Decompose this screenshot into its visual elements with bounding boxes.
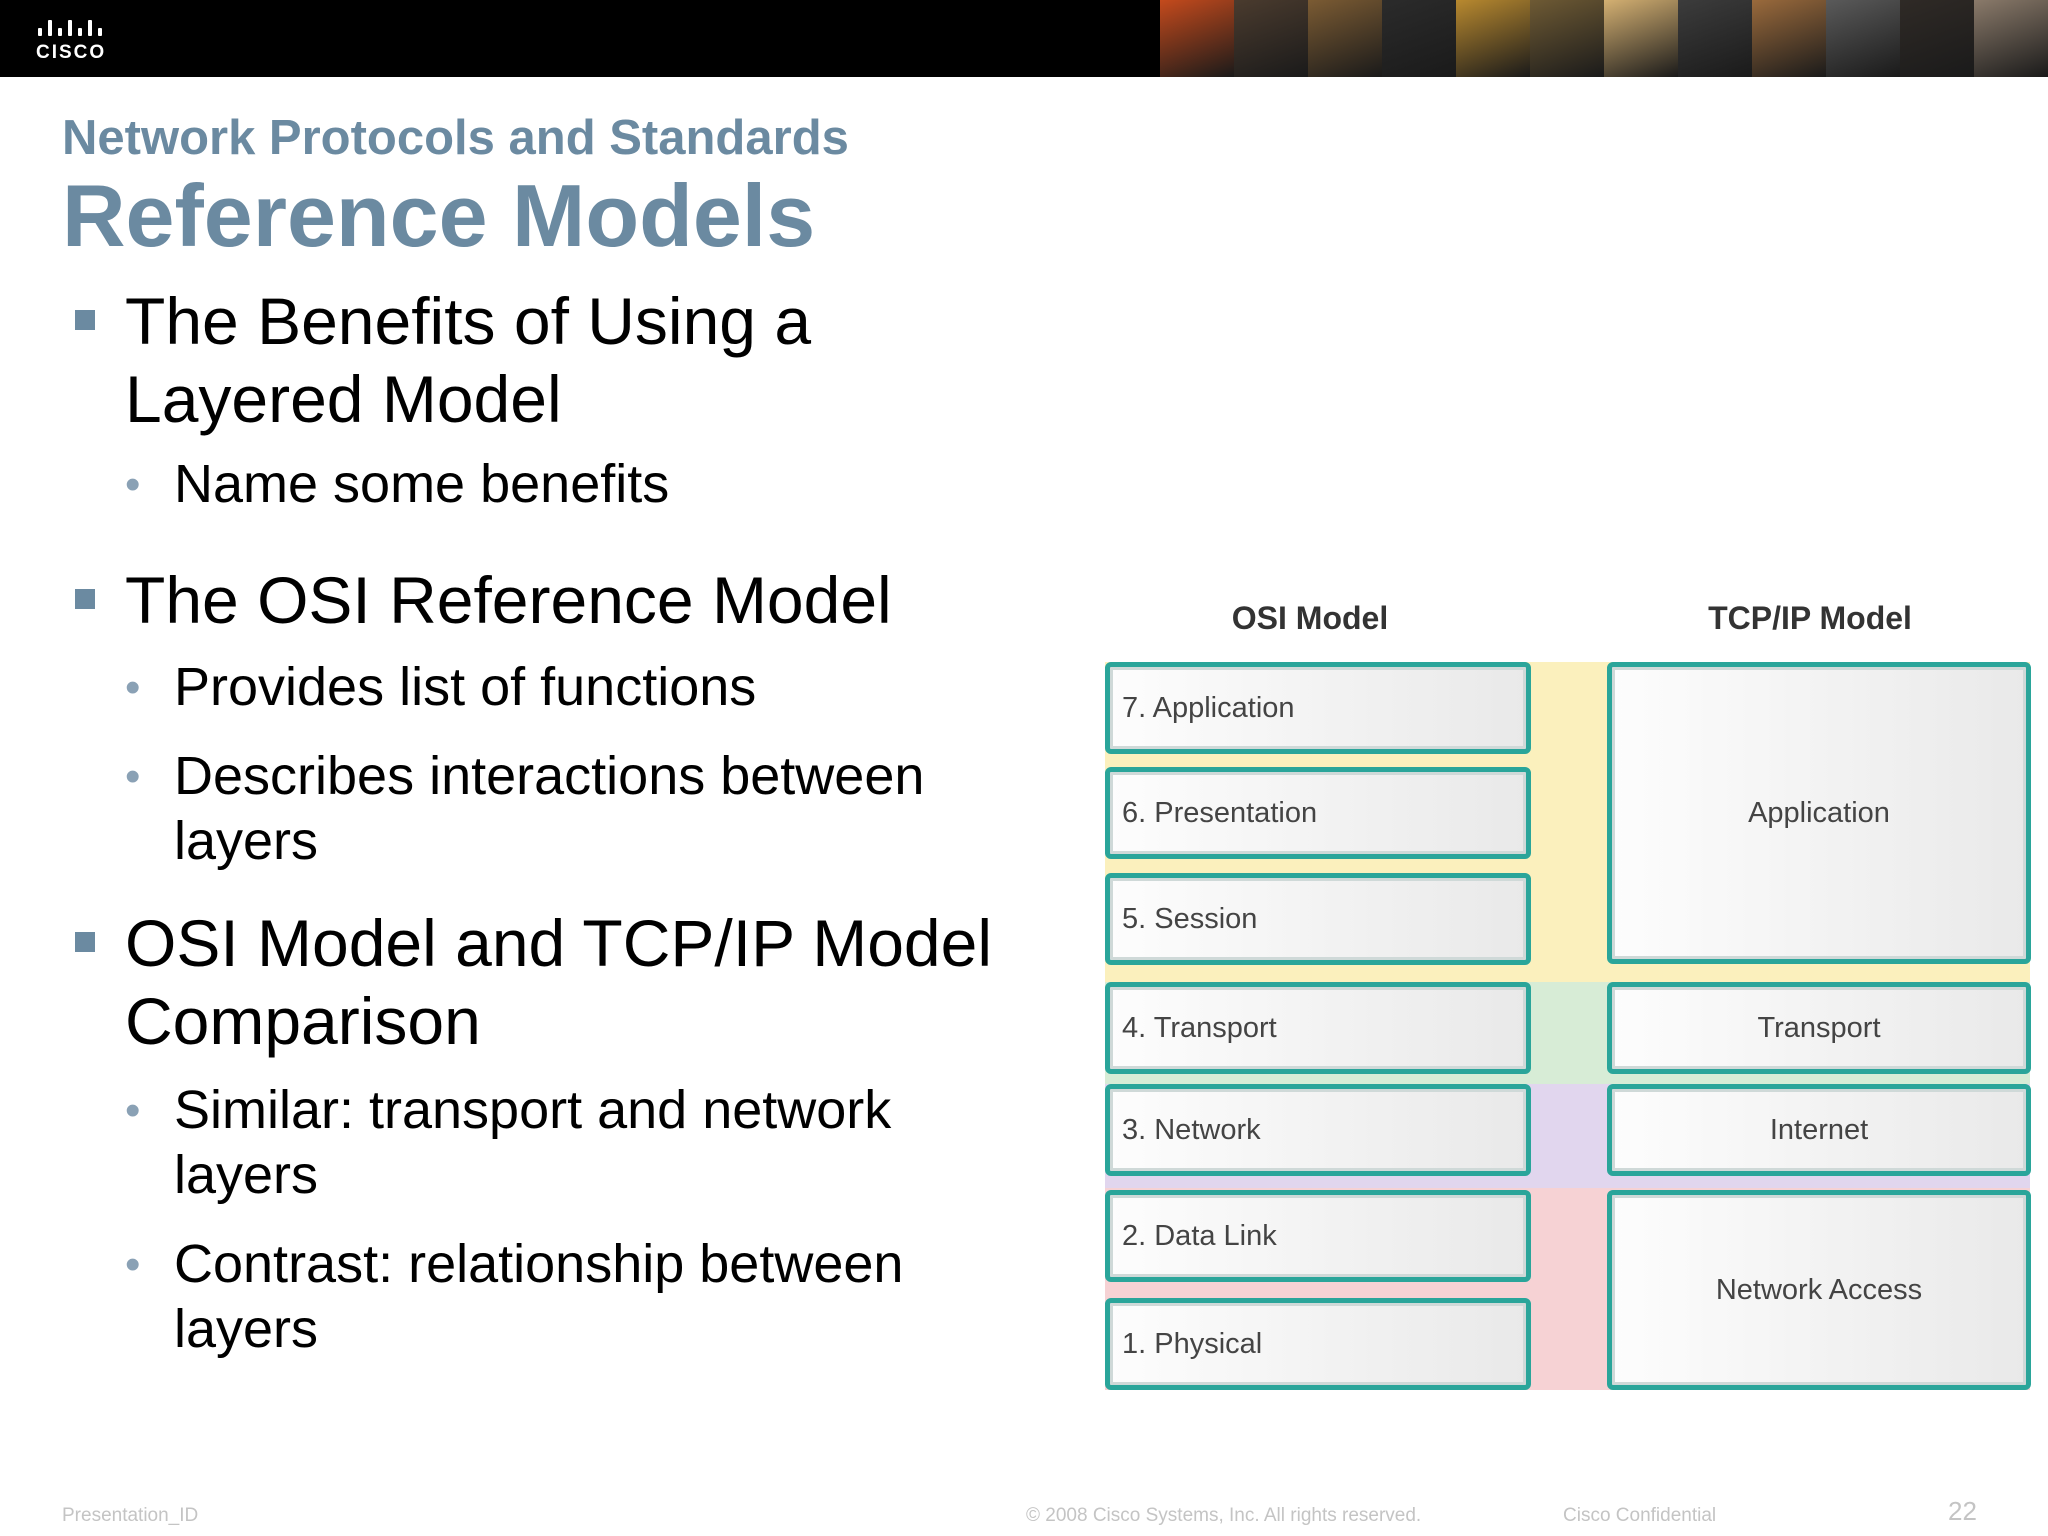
sub-bullet-text: Provides list of functions — [174, 657, 757, 717]
tcpip-layer-label: Internet — [1769, 1113, 1869, 1146]
tcpip-layer-label: Transport — [1757, 1011, 1881, 1044]
header-bar: CISCO — [0, 0, 2048, 77]
header-photo — [1974, 0, 2048, 77]
tcpip-layer-transport: Transport — [1607, 982, 2031, 1074]
sub-bullet-text: Describes interactions between — [174, 746, 925, 806]
header-photo — [1530, 0, 1604, 77]
slide-title: Reference Models — [62, 166, 816, 265]
sub-bullet-item: • Name some benefits — [75, 452, 1075, 517]
header-photo-strip — [1160, 0, 2048, 77]
sub-bullet-item: • Describes interactions between layers — [75, 744, 1075, 874]
sub-bullet-item: • Provides list of functions — [75, 655, 1075, 720]
header-photo — [1234, 0, 1308, 77]
sub-bullet-text: Similar: transport and network — [174, 1080, 892, 1140]
header-photo — [1678, 0, 1752, 77]
sub-bullet-item: • Similar: transport and network layers — [75, 1078, 1075, 1208]
bullet-item: The Benefits of Using a Layered Model — [75, 282, 1075, 438]
osi-layer-network: 3. Network — [1105, 1084, 1531, 1176]
sub-bullet-item: • Contrast: relationship between layers — [75, 1232, 1075, 1362]
square-bullet-icon — [75, 932, 95, 952]
bullet-text: OSI Model and TCP/IP Model — [125, 906, 992, 980]
osi-layer-label: 5. Session — [1122, 902, 1258, 935]
tcpip-layer-label: Network Access — [1715, 1273, 1923, 1306]
osi-layer-session: 5. Session — [1105, 873, 1531, 965]
tcpip-layer-network-access: Network Access — [1607, 1190, 2031, 1390]
page-number: 22 — [1948, 1496, 1977, 1526]
osi-layer-label: 2. Data Link — [1122, 1219, 1277, 1252]
footer-copyright: © 2008 Cisco Systems, Inc. All rights re… — [1026, 1505, 1422, 1526]
header-photo — [1382, 0, 1456, 77]
osi-layer-transport: 4. Transport — [1105, 982, 1531, 1074]
osi-layer-presentation: 6. Presentation — [1105, 767, 1531, 859]
tcpip-model-header: TCP/IP Model — [1708, 600, 1912, 636]
bullet-item: OSI Model and TCP/IP Model Comparison — [75, 904, 1075, 1060]
tcpip-layer-internet: Internet — [1607, 1084, 2031, 1176]
sub-bullet-text: Name some benefits — [174, 454, 670, 514]
sub-bullet-text: Contrast: relationship between — [174, 1234, 904, 1294]
logo-wordmark: CISCO — [36, 42, 107, 63]
dot-bullet-icon: • — [125, 1240, 141, 1289]
tcpip-layer-label: Application — [1748, 796, 1890, 829]
header-photo — [1900, 0, 1974, 77]
bullet-text: Comparison — [125, 984, 481, 1058]
square-bullet-icon — [75, 310, 95, 330]
sub-bullet-text: layers — [174, 1299, 319, 1359]
osi-layer-physical: 1. Physical — [1105, 1298, 1531, 1390]
header-photo — [1456, 0, 1530, 77]
footer-confidential: Cisco Confidential — [1563, 1505, 1717, 1526]
header-photo — [1752, 0, 1826, 77]
osi-tcpip-diagram: OSI Model TCP/IP Model 7. Application 6.… — [1100, 600, 2040, 1400]
cisco-logo: CISCO — [30, 12, 120, 66]
square-bullet-icon — [75, 589, 95, 609]
osi-layer-label: 7. Application — [1122, 691, 1295, 724]
header-photo — [1160, 0, 1234, 77]
header-photo — [1604, 0, 1678, 77]
tcpip-layer-application: Application — [1607, 662, 2031, 964]
slide-subtitle: Network Protocols and Standards — [62, 111, 849, 165]
osi-model-header: OSI Model — [1231, 600, 1389, 636]
bullet-text: Layered Model — [125, 362, 562, 436]
sub-bullet-text: layers — [174, 1145, 319, 1205]
dot-bullet-icon: • — [125, 663, 141, 712]
bullet-text: The Benefits of Using a — [125, 284, 812, 358]
bullet-text: The OSI Reference Model — [125, 563, 892, 637]
header-photo — [1826, 0, 1900, 77]
osi-layer-data-link: 2. Data Link — [1105, 1190, 1531, 1282]
osi-layer-label: 4. Transport — [1122, 1011, 1277, 1044]
bullet-item: The OSI Reference Model — [75, 561, 1075, 639]
osi-layer-label: 3. Network — [1122, 1113, 1261, 1146]
header-photo — [1308, 0, 1382, 77]
osi-layer-label: 6. Presentation — [1122, 796, 1318, 829]
dot-bullet-icon: • — [125, 1086, 141, 1135]
osi-layer-application: 7. Application — [1105, 662, 1531, 754]
footer-presentation-id: Presentation_ID — [62, 1505, 199, 1526]
sub-bullet-text: layers — [174, 811, 319, 871]
osi-layer-label: 1. Physical — [1122, 1327, 1263, 1360]
dot-bullet-icon: • — [125, 460, 141, 509]
dot-bullet-icon: • — [125, 752, 141, 801]
bullet-list: The Benefits of Using a Layered Model • … — [75, 282, 1075, 1362]
